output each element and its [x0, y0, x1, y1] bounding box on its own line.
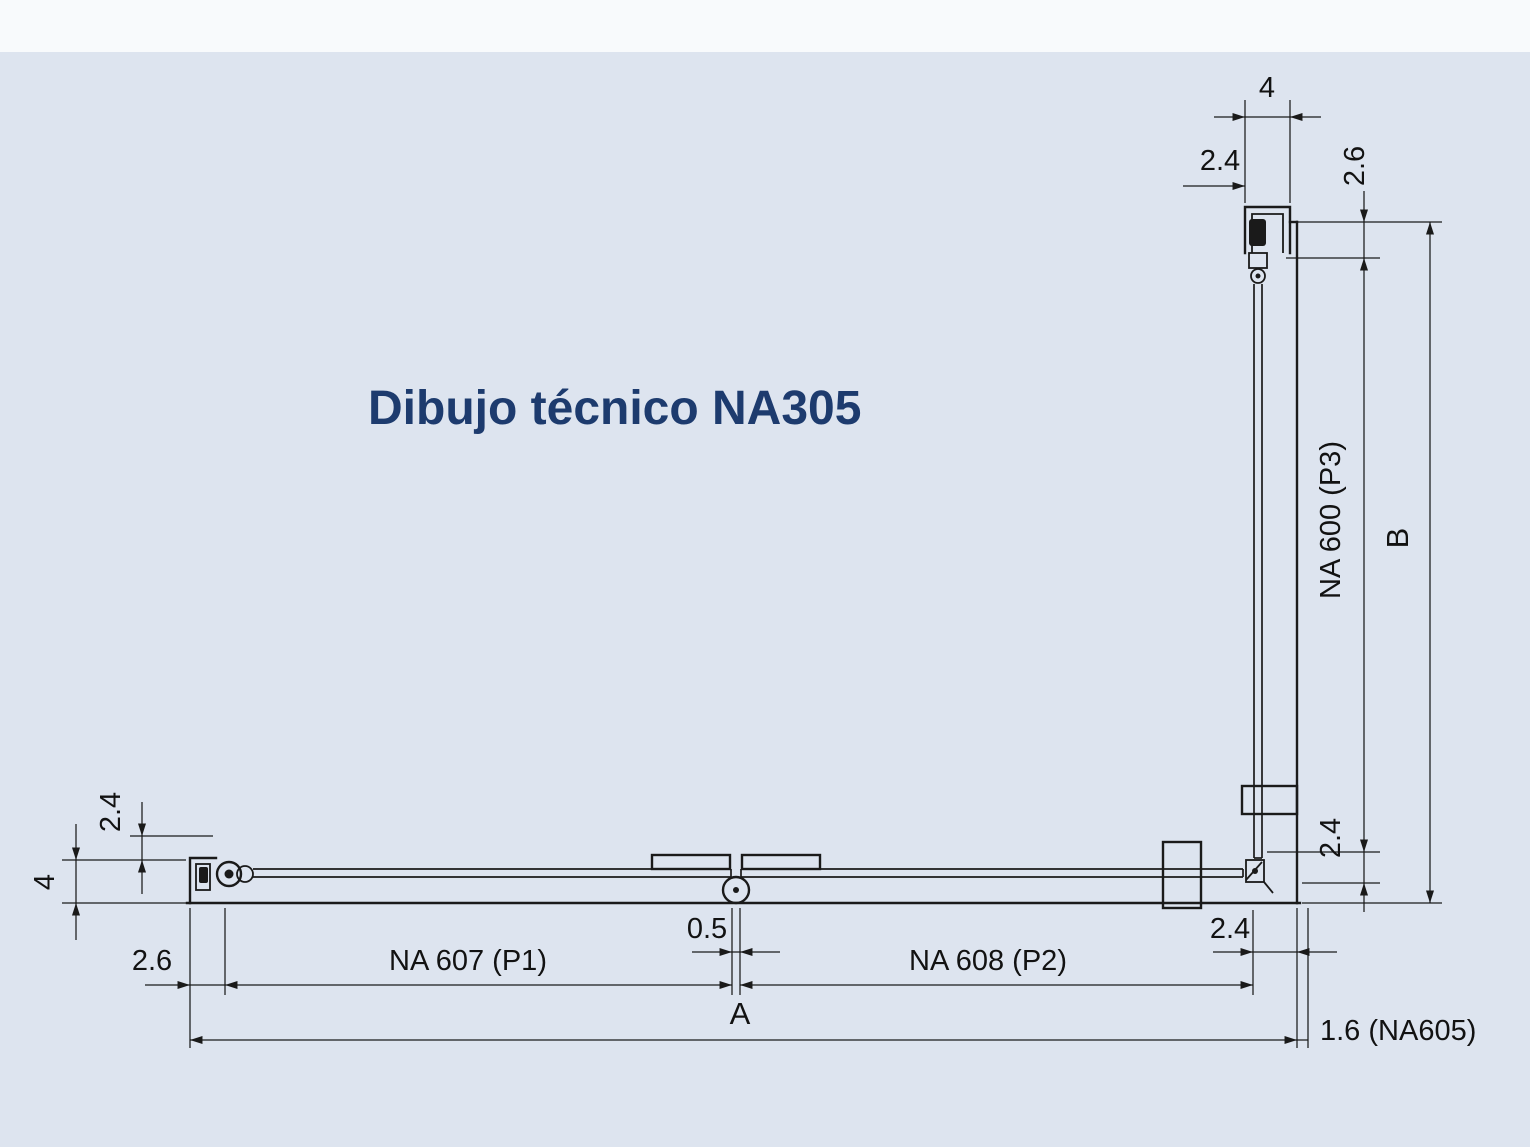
dim-label-left-wall-gap: 2.6: [132, 945, 172, 977]
center-hinge-plate-left: [650, 853, 732, 871]
left-wall-profile-inner: [195, 863, 211, 891]
dim-label-overall-width: A: [730, 996, 751, 1031]
center-hinge-knuckle: [721, 875, 751, 905]
center-hinge-pin: [733, 887, 739, 893]
top-white-band: [0, 0, 1530, 52]
corner-joint-body: [1245, 859, 1265, 883]
dim-label-left-hinge-offset: 2.4: [95, 792, 127, 832]
top-connector-pin: [1255, 273, 1261, 279]
dim-label-vertical-panel: NA 600 (P3): [1315, 441, 1347, 599]
dim-label-wall-profile: 1.6 (NA605): [1320, 1015, 1476, 1047]
top-glass-connector: [1248, 252, 1268, 269]
dimension-annotations: 4 2.4 2.6 NA 600 (P3) 2.4 B: [29, 72, 1476, 1048]
center-hinge-plate-right: [740, 853, 822, 871]
dim-label-corner-offset: 2.4: [1210, 913, 1250, 945]
dim-label-panel-1: NA 607 (P1): [389, 945, 547, 977]
horizontal-panel-assembly: [185, 840, 1302, 910]
dim-label-top-glass-offset: 2.4: [1200, 145, 1240, 177]
wall-hinge-knuckle-outer: [215, 860, 243, 888]
horizontal-support-bar-clamp: [1161, 840, 1203, 910]
dim-label-left-profile-width: 4: [29, 874, 61, 890]
dim-label-top-profile-depth: 2.6: [1339, 146, 1371, 186]
left-profile-gasket: [199, 867, 208, 883]
dim-label-panel-2: NA 608 (P2): [909, 945, 1067, 977]
dim-label-overall-height: B: [1380, 528, 1415, 549]
dim-label-right-bottom-offset: 2.4: [1315, 818, 1347, 858]
corner-joint-diagonal: [1263, 881, 1274, 894]
left-wall-profile-outer: [188, 856, 218, 905]
dim-label-center-gap: 0.5: [687, 913, 727, 945]
vertical-support-bar-clamp: [1240, 784, 1299, 816]
corner-joint-pin: [1252, 868, 1258, 874]
top-connector-knuckle: [1250, 268, 1266, 284]
wall-hinge-pin: [224, 869, 234, 879]
top-profile-gasket: [1249, 219, 1266, 246]
vertical-panel-assembly: [1240, 205, 1299, 905]
top-wall-profile-outer: [1243, 205, 1292, 255]
wall-hinge-knuckle-inner: [236, 865, 254, 883]
dim-label-top-profile-width: 4: [1259, 72, 1275, 104]
page-title: Dibujo técnico NA305: [368, 382, 861, 435]
